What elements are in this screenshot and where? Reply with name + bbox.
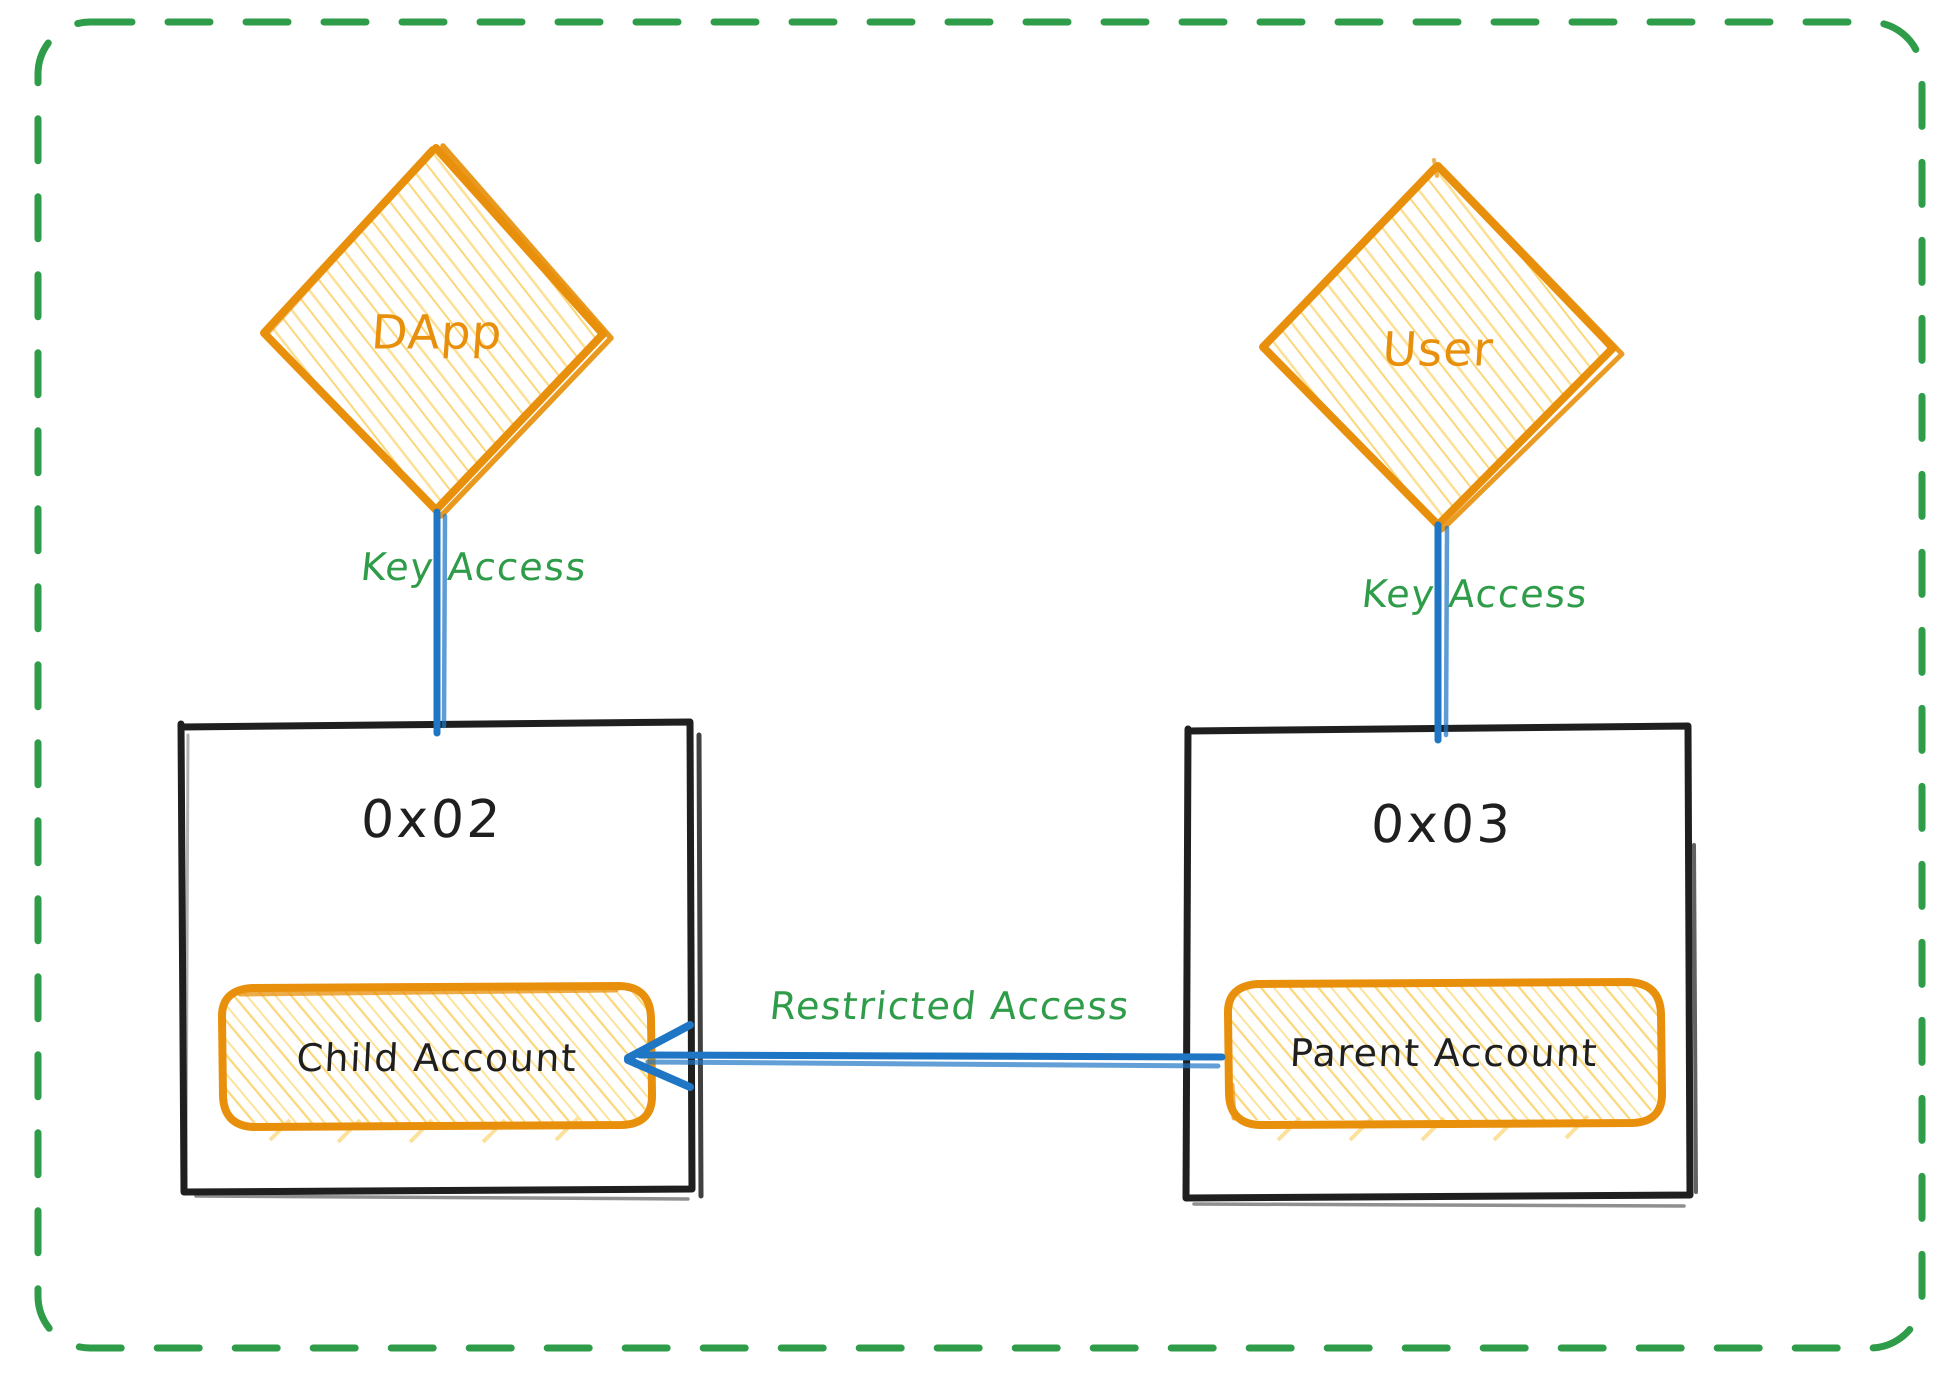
edge-parent-to-child[interactable] <box>624 1021 1226 1091</box>
parent-account-box[interactable] <box>1218 975 1673 1142</box>
child-account-box[interactable] <box>215 980 665 1144</box>
child-account-label: Child Account <box>295 1036 579 1080</box>
edge-user-to-parent[interactable] <box>1434 521 1450 744</box>
edge-label-key-access-user: Key Access <box>1359 572 1591 616</box>
arrowhead-icon <box>624 1021 694 1091</box>
dashed-boundary <box>34 18 1926 1352</box>
parent-account-label: Parent Account <box>1288 1031 1600 1075</box>
edge-dapp-to-child[interactable] <box>433 508 448 737</box>
node-dapp-label: DApp <box>369 305 505 361</box>
edge-label-key-access-dapp: Key Access <box>358 545 590 589</box>
parent-hatch-fill <box>1228 985 1658 1120</box>
edge-label-restricted-access: Restricted Access <box>767 984 1133 1028</box>
box-0x02-label: 0x02 <box>359 790 505 850</box>
node-user-label: User <box>1380 322 1496 378</box>
child-hatch-fill <box>224 990 649 1123</box>
box-0x03-label: 0x03 <box>1369 795 1515 855</box>
